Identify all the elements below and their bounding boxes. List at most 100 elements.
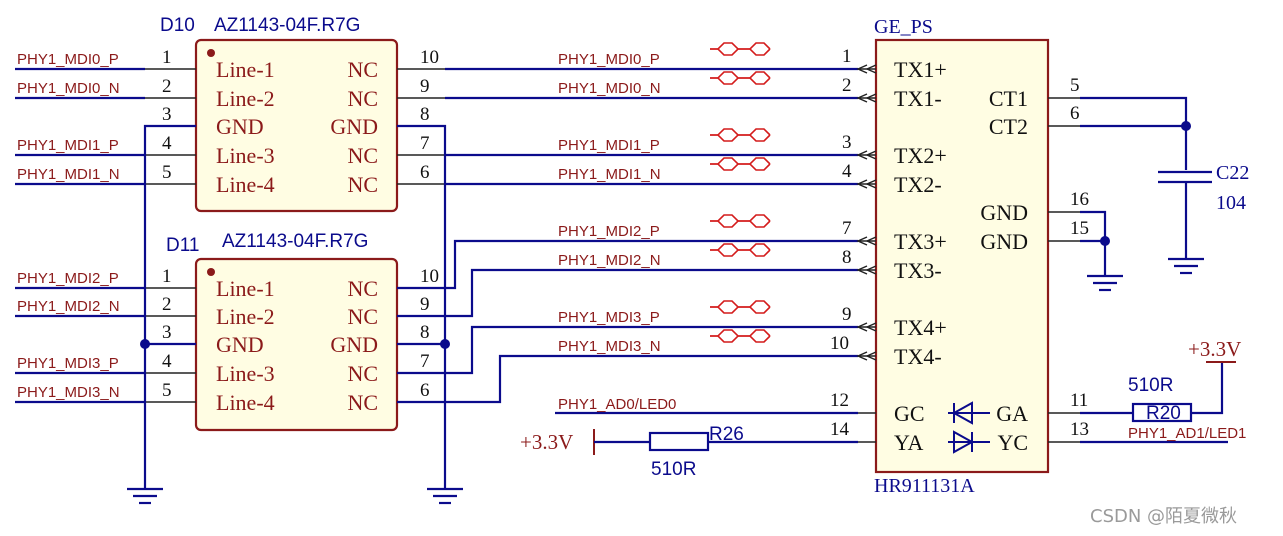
connector-pin-number: 16 bbox=[1070, 189, 1089, 210]
net-junction-icon bbox=[1100, 236, 1110, 246]
d11-pin-label: Line-1 bbox=[216, 276, 275, 301]
d11-pin-label: GND bbox=[216, 332, 264, 357]
net-label: PHY1_MDI0_P bbox=[17, 51, 119, 68]
connector-pin-label: CT2 bbox=[989, 114, 1028, 139]
connector-pin-number: 12 bbox=[830, 390, 849, 411]
d11-pin-number: 7 bbox=[420, 351, 430, 372]
d10-pin-number: 6 bbox=[420, 162, 430, 183]
d10-pin-number: 1 bbox=[162, 47, 172, 68]
r26-value: 510R bbox=[651, 459, 696, 480]
d11-pin-label: GND bbox=[330, 332, 378, 357]
r20-value: 510R bbox=[1128, 375, 1173, 396]
connector-pin-number: 6 bbox=[1070, 103, 1080, 124]
d11-value: AZ1143-04F.R7G bbox=[222, 231, 368, 252]
connector-pin-number: 10 bbox=[830, 333, 849, 354]
ground-icon bbox=[125, 473, 165, 505]
d11-pin-label: Line-2 bbox=[216, 304, 275, 329]
connector-pin-number: 15 bbox=[1070, 218, 1089, 239]
wire[interactable] bbox=[1080, 96, 1188, 170]
c22-value: 104 bbox=[1216, 192, 1246, 214]
d10-pin-number: 9 bbox=[420, 76, 430, 97]
connector-pin-number: 8 bbox=[842, 247, 852, 268]
net-label: PHY1_MDI1_P bbox=[558, 137, 660, 154]
connector-ge-ps[interactable]: GE_PS HR911131A 1 2 3 4 7 8 9 10 12 14 bbox=[830, 16, 1089, 497]
d11-pin-number: 10 bbox=[420, 266, 439, 287]
r20-designator: R20 bbox=[1146, 403, 1181, 424]
net-junction-icon bbox=[140, 339, 150, 349]
right-side-circuit: C22 104 +3.3V 510R R20 PHY1_AD1/LED1 bbox=[1080, 96, 1249, 444]
net-label: PHY1_MDI0_N bbox=[558, 80, 661, 97]
d11-pin1-marker bbox=[207, 268, 215, 276]
net-label: PHY1_MDI3_P bbox=[17, 355, 119, 372]
connector-pin-number: 4 bbox=[842, 161, 852, 182]
d10-pin-label: Line-3 bbox=[216, 143, 275, 168]
connector-pin-label: GC bbox=[894, 401, 925, 426]
d11-pin-number: 9 bbox=[420, 294, 430, 315]
d10-pin-number: 3 bbox=[162, 104, 172, 125]
r26-supply: +3.3V bbox=[520, 430, 573, 454]
chip-d11[interactable]: D11 AZ1143-04F.R7G 1 2 3 4 5 10 9 8 7 6 … bbox=[145, 231, 445, 432]
resistor-r26[interactable] bbox=[648, 431, 710, 452]
connector-pin-label: GND bbox=[980, 229, 1028, 254]
net-label: PHY1_MDI3_N bbox=[558, 338, 661, 355]
differential-pair-icon bbox=[709, 42, 771, 56]
r20-supply: +3.3V bbox=[1188, 337, 1241, 361]
net-label: PHY1_MDI3_N bbox=[17, 384, 120, 401]
connector-pin-number: 7 bbox=[842, 218, 852, 239]
d11-pin-number: 2 bbox=[162, 294, 172, 315]
net-label: PHY1_MDI2_P bbox=[558, 223, 660, 240]
wire[interactable] bbox=[397, 325, 858, 375]
d11-pin-label: Line-3 bbox=[216, 361, 275, 386]
left-net-wires: PHY1_MDI0_P PHY1_MDI0_N PHY1_MDI1_P PHY1… bbox=[15, 51, 465, 505]
connector-value: HR911131A bbox=[874, 475, 975, 497]
connector-pin-number: 5 bbox=[1070, 75, 1080, 96]
differential-pair-icon bbox=[709, 214, 771, 228]
connector-pin-label: GA bbox=[996, 401, 1028, 426]
connector-pin-label: TX3- bbox=[894, 258, 942, 283]
differential-pair-icon bbox=[709, 128, 771, 142]
left-gnd-bus[interactable] bbox=[143, 124, 196, 475]
connector-pin-label: TX2+ bbox=[894, 143, 947, 168]
d10-pin-label: GND bbox=[216, 114, 264, 139]
d10-pin-label: Line-2 bbox=[216, 86, 275, 111]
d11-pin-number: 4 bbox=[162, 351, 172, 372]
led-diode-icon bbox=[948, 401, 990, 425]
net-label: PHY1_MDI1_N bbox=[558, 166, 661, 183]
connector-pin-label: TX4+ bbox=[894, 315, 947, 340]
net-junction-icon bbox=[1181, 121, 1191, 131]
d11-pin-label: NC bbox=[347, 276, 378, 301]
d10-pin-label: NC bbox=[347, 143, 378, 168]
wire[interactable] bbox=[397, 354, 858, 404]
ground-icon bbox=[1085, 260, 1125, 292]
connector-pin-number: 2 bbox=[842, 75, 852, 96]
d10-pin-number: 4 bbox=[162, 133, 172, 154]
connector-pin-number: 1 bbox=[842, 46, 852, 67]
d11-pin-label: NC bbox=[347, 390, 378, 415]
r26-designator: R26 bbox=[709, 424, 744, 445]
c22-designator: C22 bbox=[1216, 162, 1249, 184]
d10-value: AZ1143-04F.R7G bbox=[214, 15, 360, 36]
d11-pin-label: NC bbox=[347, 361, 378, 386]
d11-pin-number: 3 bbox=[162, 322, 172, 343]
signal-wires: PHY1_MDI0_P PHY1_MDI0_N PHY1_MDI1_P PHY1… bbox=[397, 42, 858, 480]
connector-pin-label: TX1- bbox=[894, 86, 942, 111]
connector-pin-label: TX2- bbox=[894, 172, 942, 197]
wire[interactable] bbox=[397, 268, 858, 318]
wire[interactable] bbox=[1191, 362, 1224, 415]
right-gnd-bus[interactable] bbox=[397, 124, 447, 475]
d10-designator: D10 bbox=[160, 15, 195, 36]
d10-pin-number: 7 bbox=[420, 133, 430, 154]
differential-pair-icon bbox=[709, 300, 771, 314]
d11-pin-number: 1 bbox=[162, 266, 172, 287]
d11-pin-number: 6 bbox=[420, 380, 430, 401]
chip-d10[interactable]: D10 AZ1143-04F.R7G 1 2 3 4 5 10 9 8 7 6 … bbox=[145, 15, 445, 213]
ground-icon bbox=[1166, 243, 1206, 275]
connector-pin-label: GND bbox=[980, 200, 1028, 225]
connector-pin-label: YC bbox=[997, 430, 1028, 455]
wire[interactable] bbox=[397, 239, 858, 290]
d10-pin-label: Line-1 bbox=[216, 57, 275, 82]
d10-pin-label: NC bbox=[347, 57, 378, 82]
d10-pin-number: 8 bbox=[420, 104, 430, 125]
d10-pin-label: NC bbox=[347, 86, 378, 111]
